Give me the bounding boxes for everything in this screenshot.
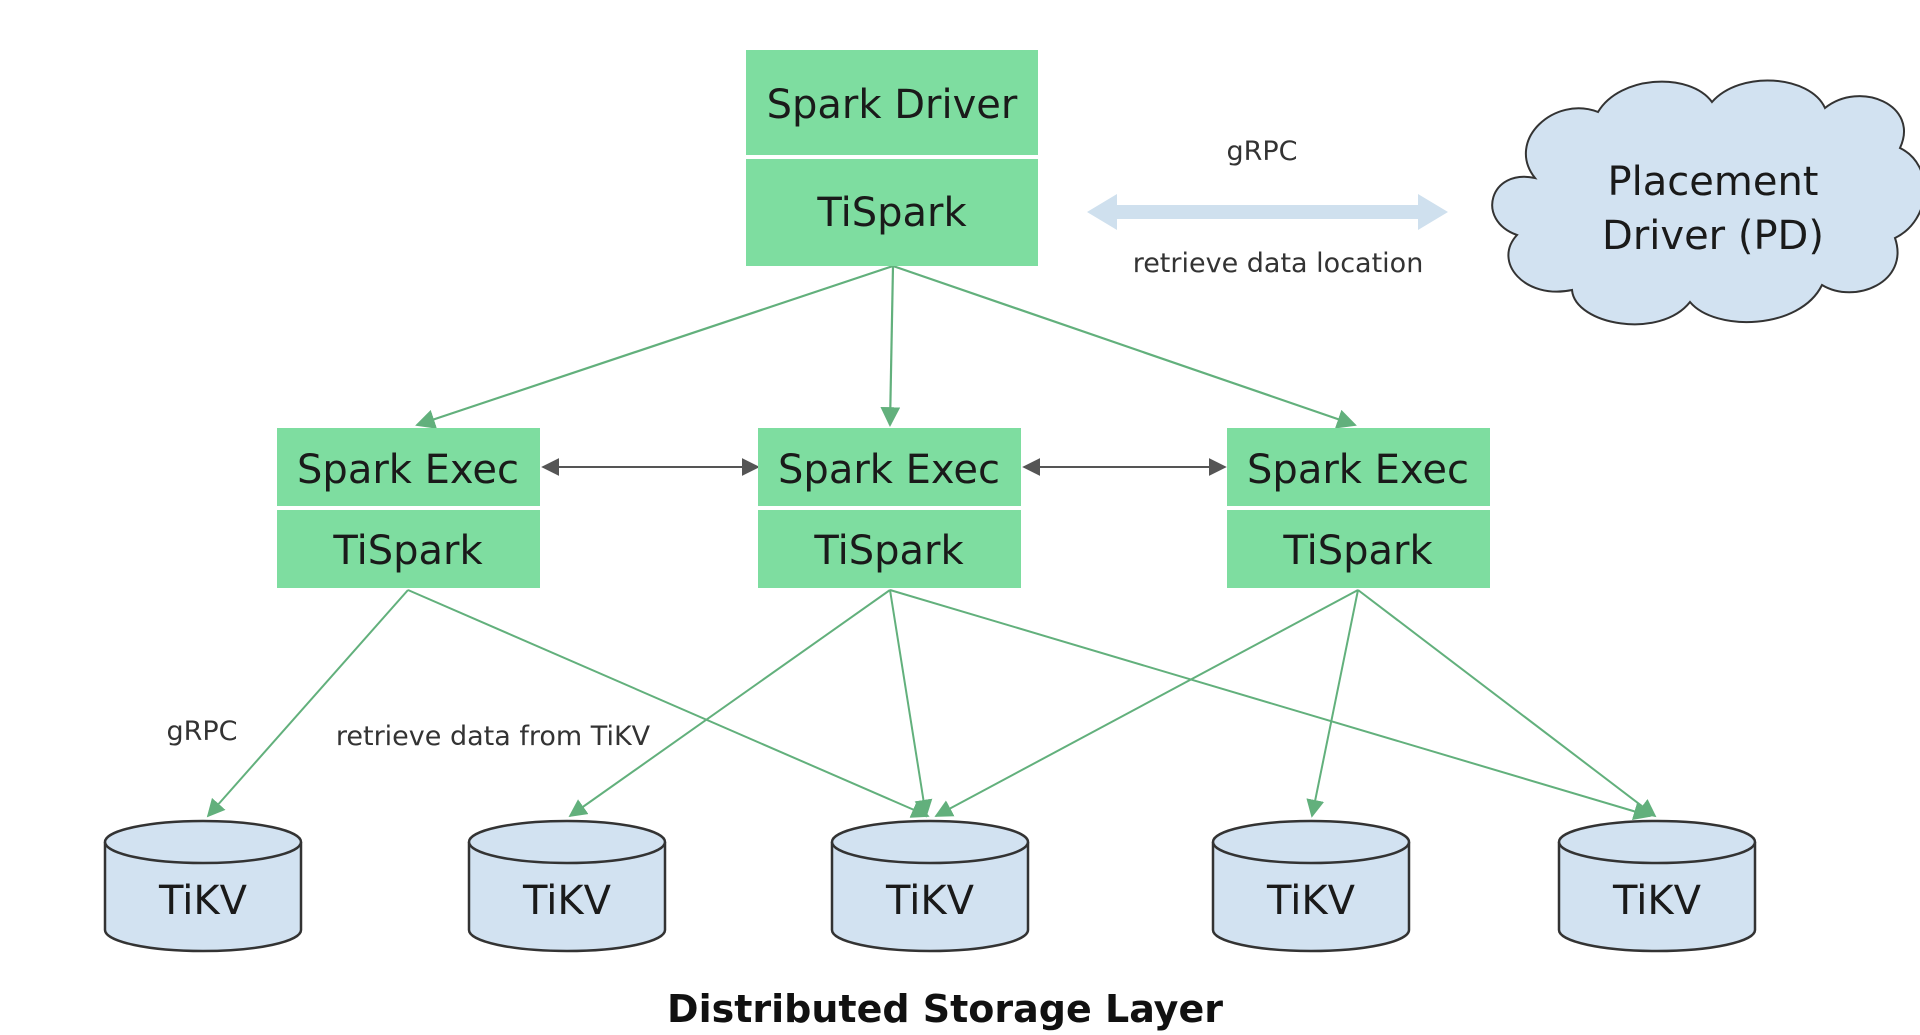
exec-2-to-tikv-5-link [889, 589, 1652, 821]
exec-2-to-tikv-3-link [889, 589, 933, 818]
pd-double-arrow [1087, 194, 1448, 230]
spark-exec-label: Spark Exec [1247, 447, 1469, 493]
tikv-label: TiKV [158, 878, 248, 924]
exec-2-to-tikv-2-link [568, 589, 891, 818]
spark-driver-label: Spark Driver [767, 82, 1018, 128]
cylinder-top [467, 819, 667, 865]
driver-to-exec-links [415, 264, 1357, 429]
pd-link-description: retrieve data location [1133, 248, 1424, 279]
spark-driver-node: Spark Driver TiSpark [746, 50, 1038, 266]
driver-to-exec-1-link [415, 264, 894, 429]
pd-label-line2: Driver (PD) [1602, 213, 1824, 259]
cylinder-body [1557, 842, 1757, 953]
tikv-node: TiKV [467, 819, 667, 953]
pd-label-line1: Placement [1608, 159, 1819, 205]
tikv-label: TiKV [522, 878, 612, 924]
spark-exec-tispark-label: TiSpark [332, 528, 483, 574]
spark-exec-tispark-label: TiSpark [1282, 528, 1433, 574]
exec-to-tikv-links [206, 589, 1657, 821]
exec-3-to-tikv-3-link [934, 589, 1359, 817]
tikv-node: TiKV [1557, 819, 1757, 953]
cylinder-body [467, 842, 667, 953]
exec-1-to-tikv-1-link [206, 589, 409, 818]
spark-exec-label: Spark Exec [778, 447, 1000, 493]
storage-layer-title: Distributed Storage Layer [667, 987, 1223, 1031]
pd-link-protocol: gRPC [1226, 136, 1297, 167]
spark-driver-tispark-label: TiSpark [816, 190, 967, 236]
cloud-shape [1491, 79, 1920, 326]
tikv-label: TiKV [1612, 878, 1702, 924]
spark-exec-node: Spark Exec TiSpark [1227, 428, 1490, 588]
cylinder-top [103, 819, 303, 865]
exec-3-to-tikv-4-link [1306, 589, 1359, 818]
driver-to-exec-3-link [892, 264, 1357, 429]
spark-exec-label: Spark Exec [297, 447, 519, 493]
exec-3-to-tikv-5-link [1357, 589, 1657, 818]
cylinder-body [1211, 842, 1411, 953]
driver-to-exec-2-link [880, 265, 901, 427]
spark-exec-node: Spark Exec TiSpark [758, 428, 1021, 588]
tikv-node: TiKV [1211, 819, 1411, 953]
storage-link-protocol: gRPC [166, 716, 237, 747]
exec-1-to-tikv-3-link [407, 589, 930, 818]
tikv-label: TiKV [885, 878, 975, 924]
spark-exec-node: Spark Exec TiSpark [277, 428, 540, 588]
cylinder-body [830, 842, 1030, 953]
tikv-node: TiKV [103, 819, 303, 953]
storage-link-description: retrieve data from TiKV [336, 721, 651, 752]
tikv-label: TiKV [1266, 878, 1356, 924]
cylinder-top [1557, 819, 1757, 865]
pd-link: gRPC retrieve data location [1087, 136, 1448, 279]
placement-driver-cloud: Placement Driver (PD) [1491, 79, 1920, 326]
cylinder-top [1211, 819, 1411, 865]
spark-exec-tispark-label: TiSpark [813, 528, 964, 574]
tikv-node: TiKV [830, 819, 1030, 953]
cylinder-body [103, 842, 303, 953]
cylinder-top [830, 819, 1030, 865]
